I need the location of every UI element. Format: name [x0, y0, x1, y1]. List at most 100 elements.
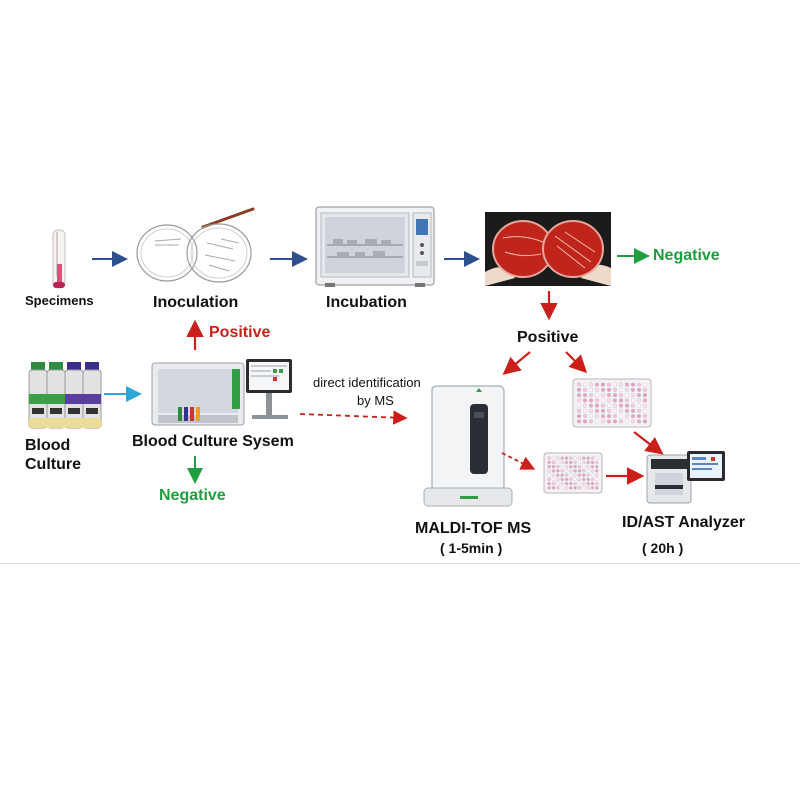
- plate-well: [564, 473, 569, 477]
- plate-well: [588, 382, 594, 387]
- plate-well: [576, 387, 582, 392]
- plate-well: [600, 382, 606, 387]
- arrow-plate-to-analyzer: [633, 431, 664, 455]
- plate-well: [586, 481, 590, 486]
- arrow-positive-to-plate: [565, 351, 588, 374]
- plate-well: [577, 464, 582, 469]
- plate-well: [594, 408, 600, 413]
- plate-well: [618, 387, 624, 392]
- plate-well: [590, 456, 595, 460]
- plate-well: [636, 393, 642, 398]
- plate-well: [547, 486, 551, 490]
- plate-well: [642, 398, 648, 403]
- plate-well: [573, 481, 577, 486]
- plate-well: [618, 382, 624, 387]
- plate-well: [586, 486, 590, 490]
- plate-well: [606, 398, 612, 403]
- plate-well: [618, 403, 624, 408]
- plate-well: [582, 398, 588, 403]
- plate-well: [612, 393, 618, 398]
- plate-well: [569, 481, 573, 486]
- plate-well: [556, 464, 560, 469]
- plate-well: [612, 403, 618, 408]
- plate-well: [606, 403, 612, 408]
- microplate-icon: [543, 452, 603, 494]
- plate-well: [551, 464, 556, 469]
- plate-well: [560, 481, 564, 486]
- plate-well: [618, 393, 624, 398]
- plate-well: [606, 408, 612, 413]
- plate-well: [642, 393, 648, 398]
- plate-well: [560, 464, 564, 469]
- plate-well: [573, 460, 577, 465]
- plate-well: [560, 473, 564, 477]
- plate-well: [588, 403, 594, 408]
- plate-well: [595, 473, 599, 477]
- plate-well: [618, 414, 624, 419]
- plate-well: [560, 486, 564, 490]
- plate-well: [547, 477, 551, 482]
- plate-well: [636, 414, 642, 419]
- plate-well: [642, 403, 648, 408]
- label-blood-line2: Culture: [25, 456, 81, 473]
- plate-well: [642, 419, 648, 424]
- plate-well: [600, 387, 606, 392]
- plate-well: [595, 486, 599, 490]
- plate-well: [573, 464, 577, 469]
- plate-well: [600, 414, 606, 419]
- plate-well: [582, 393, 588, 398]
- plate-well: [624, 393, 630, 398]
- plate-well: [642, 414, 648, 419]
- plate-well: [576, 408, 582, 413]
- plate-well: [582, 473, 586, 477]
- plate-well: [612, 398, 618, 403]
- arrow-positive-to-maldi: [502, 351, 531, 375]
- plate-well: [630, 393, 636, 398]
- plate-well: [595, 460, 599, 465]
- plate-well: [624, 403, 630, 408]
- test-tube-icon: [52, 229, 66, 289]
- plate-well: [630, 387, 636, 392]
- plate-well: [573, 456, 577, 460]
- arrow-direct-identification: [299, 410, 408, 425]
- plate-well: [576, 414, 582, 419]
- plate-well: [569, 473, 573, 477]
- plate-well: [556, 486, 560, 490]
- plate-well: [636, 398, 642, 403]
- plate-well: [586, 469, 590, 473]
- plate-well: [582, 477, 586, 482]
- plate-well: [582, 382, 588, 387]
- plate-well: [612, 419, 618, 424]
- plate-well: [595, 481, 599, 486]
- plate-well: [588, 419, 594, 424]
- plate-well: [594, 382, 600, 387]
- plate-well: [556, 460, 560, 465]
- plate-well: [642, 382, 648, 387]
- plate-well: [564, 486, 569, 490]
- plate-well: [618, 398, 624, 403]
- plate-well: [600, 398, 606, 403]
- plate-well: [560, 477, 564, 482]
- plate-well: [586, 456, 590, 460]
- incubator-icon: [315, 206, 435, 287]
- plate-well: [594, 419, 600, 424]
- plate-well: [547, 460, 551, 465]
- plate-well: [564, 464, 569, 469]
- plate-well: [582, 460, 586, 465]
- divider-line: [0, 563, 800, 564]
- plate-well: [577, 456, 582, 460]
- label-blood-line1: Blood: [25, 437, 71, 454]
- plate-well: [595, 456, 599, 460]
- plate-well: [636, 382, 642, 387]
- label-idast-time: ( 20h ): [642, 540, 684, 556]
- plate-well: [564, 456, 569, 460]
- label-specimens: Specimens: [25, 293, 94, 308]
- plate-well: [624, 387, 630, 392]
- blood-culture-instrument-icon: [151, 359, 292, 426]
- plate-well: [576, 382, 582, 387]
- label-negative-top: Negative: [653, 247, 720, 264]
- plate-well: [636, 408, 642, 413]
- plate-well: [582, 456, 586, 460]
- plate-well: [576, 393, 582, 398]
- plate-well: [573, 473, 577, 477]
